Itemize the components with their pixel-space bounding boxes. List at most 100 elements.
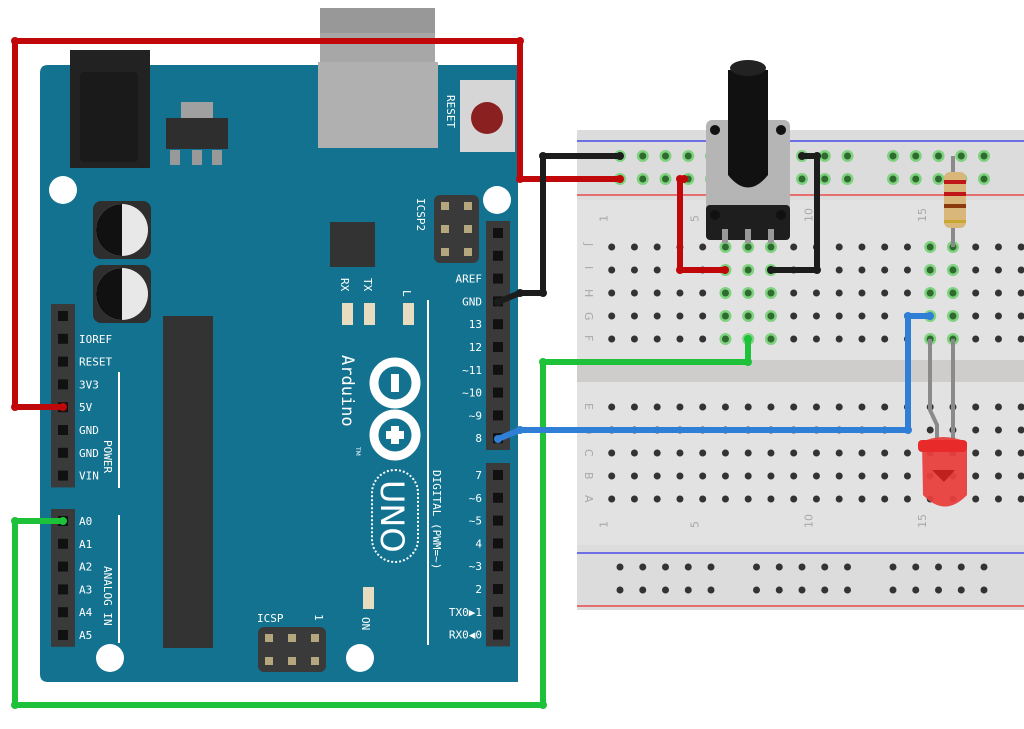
- breadboard-hole[interactable]: [744, 472, 752, 480]
- rail-hole[interactable]: [798, 586, 806, 594]
- header-pin[interactable]: [493, 629, 503, 640]
- breadboard-hole[interactable]: [903, 495, 911, 503]
- rail-hole[interactable]: [821, 563, 829, 571]
- breadboard-hole[interactable]: [721, 403, 729, 411]
- breadboard-hole[interactable]: [676, 335, 684, 343]
- breadboard-hole[interactable]: [972, 312, 980, 320]
- breadboard-hole[interactable]: [744, 289, 752, 297]
- breadboard-hole[interactable]: [903, 266, 911, 274]
- breadboard-hole[interactable]: [608, 312, 616, 320]
- breadboard-hole[interactable]: [812, 403, 820, 411]
- header-pin[interactable]: [493, 470, 503, 480]
- breadboard-hole[interactable]: [744, 243, 752, 251]
- breadboard-hole[interactable]: [1017, 403, 1024, 411]
- breadboard-hole[interactable]: [858, 243, 866, 251]
- breadboard-hole[interactable]: [744, 266, 752, 274]
- breadboard-hole[interactable]: [858, 266, 866, 274]
- breadboard-hole[interactable]: [1017, 243, 1024, 251]
- breadboard-hole[interactable]: [881, 403, 889, 411]
- breadboard-hole[interactable]: [630, 266, 638, 274]
- breadboard-hole[interactable]: [1017, 335, 1024, 343]
- rail-hole[interactable]: [889, 586, 897, 594]
- breadboard-hole[interactable]: [1017, 426, 1024, 434]
- breadboard-hole[interactable]: [721, 335, 729, 343]
- header-pin[interactable]: [493, 273, 503, 284]
- breadboard-hole[interactable]: [676, 449, 684, 457]
- breadboard-hole[interactable]: [994, 449, 1002, 457]
- black-wire-pot[interactable]: [768, 153, 820, 273]
- breadboard-hole[interactable]: [994, 426, 1002, 434]
- rail-hole[interactable]: [980, 152, 988, 160]
- rail-hole[interactable]: [639, 175, 647, 183]
- breadboard-hole[interactable]: [1017, 312, 1024, 320]
- header-pin[interactable]: [493, 228, 503, 238]
- breadboard-hole[interactable]: [835, 312, 843, 320]
- rail-hole[interactable]: [912, 586, 920, 594]
- header-pin[interactable]: [58, 607, 68, 618]
- breadboard-hole[interactable]: [721, 243, 729, 251]
- breadboard-hole[interactable]: [835, 472, 843, 480]
- breadboard-hole[interactable]: [1017, 266, 1024, 274]
- breadboard-hole[interactable]: [835, 335, 843, 343]
- rail-hole[interactable]: [935, 586, 942, 594]
- header-pin[interactable]: [493, 364, 503, 375]
- breadboard-hole[interactable]: [881, 449, 889, 457]
- breadboard-hole[interactable]: [767, 312, 775, 320]
- breadboard-hole[interactable]: [926, 426, 934, 434]
- breadboard-hole[interactable]: [835, 495, 843, 503]
- breadboard-hole[interactable]: [608, 403, 616, 411]
- breadboard-hole[interactable]: [630, 243, 638, 251]
- breadboard-hole[interactable]: [812, 472, 820, 480]
- breadboard-hole[interactable]: [835, 243, 843, 251]
- breadboard-hole[interactable]: [926, 289, 934, 297]
- breadboard-hole[interactable]: [858, 403, 866, 411]
- breadboard-hole[interactable]: [881, 335, 889, 343]
- breadboard-hole[interactable]: [676, 289, 684, 297]
- breadboard-hole[interactable]: [721, 312, 729, 320]
- breadboard-hole[interactable]: [653, 403, 661, 411]
- breadboard-hole[interactable]: [630, 403, 638, 411]
- header-pin[interactable]: [58, 425, 68, 435]
- breadboard-hole[interactable]: [812, 449, 820, 457]
- header-pin[interactable]: [58, 379, 68, 390]
- breadboard-hole[interactable]: [608, 289, 616, 297]
- rail-hole[interactable]: [844, 152, 851, 160]
- breadboard-hole[interactable]: [744, 449, 752, 457]
- breadboard-hole[interactable]: [630, 449, 638, 457]
- rail-hole[interactable]: [798, 175, 806, 183]
- rail-hole[interactable]: [662, 152, 669, 160]
- rail-hole[interactable]: [912, 175, 920, 183]
- breadboard-hole[interactable]: [767, 495, 775, 503]
- breadboard-hole[interactable]: [744, 312, 752, 320]
- breadboard-hole[interactable]: [721, 495, 729, 503]
- breadboard-hole[interactable]: [858, 312, 866, 320]
- rail-hole[interactable]: [957, 586, 965, 594]
- breadboard-hole[interactable]: [790, 472, 798, 480]
- rail-hole[interactable]: [616, 563, 624, 571]
- rail-hole[interactable]: [844, 563, 851, 571]
- breadboard-hole[interactable]: [653, 449, 661, 457]
- breadboard-hole[interactable]: [767, 243, 775, 251]
- header-pin[interactable]: [493, 410, 503, 421]
- header-pin[interactable]: [493, 538, 503, 549]
- rail-hole[interactable]: [844, 175, 851, 183]
- breadboard-hole[interactable]: [699, 289, 707, 297]
- breadboard-hole[interactable]: [881, 495, 889, 503]
- breadboard-hole[interactable]: [881, 312, 889, 320]
- breadboard-hole[interactable]: [790, 403, 798, 411]
- breadboard-hole[interactable]: [903, 243, 911, 251]
- red-wire-5v[interactable]: [12, 38, 623, 410]
- breadboard-hole[interactable]: [608, 335, 616, 343]
- rail-hole[interactable]: [821, 175, 829, 183]
- rail-hole[interactable]: [662, 586, 669, 594]
- breadboard-hole[interactable]: [653, 472, 661, 480]
- breadboard-hole[interactable]: [972, 243, 980, 251]
- breadboard-hole[interactable]: [903, 289, 911, 297]
- header-pin[interactable]: [493, 584, 503, 594]
- rail-hole[interactable]: [935, 175, 942, 183]
- breadboard-hole[interactable]: [608, 472, 616, 480]
- header-pin[interactable]: [58, 333, 68, 344]
- breadboard-hole[interactable]: [994, 289, 1002, 297]
- header-pin[interactable]: [493, 561, 503, 572]
- breadboard-hole[interactable]: [767, 335, 775, 343]
